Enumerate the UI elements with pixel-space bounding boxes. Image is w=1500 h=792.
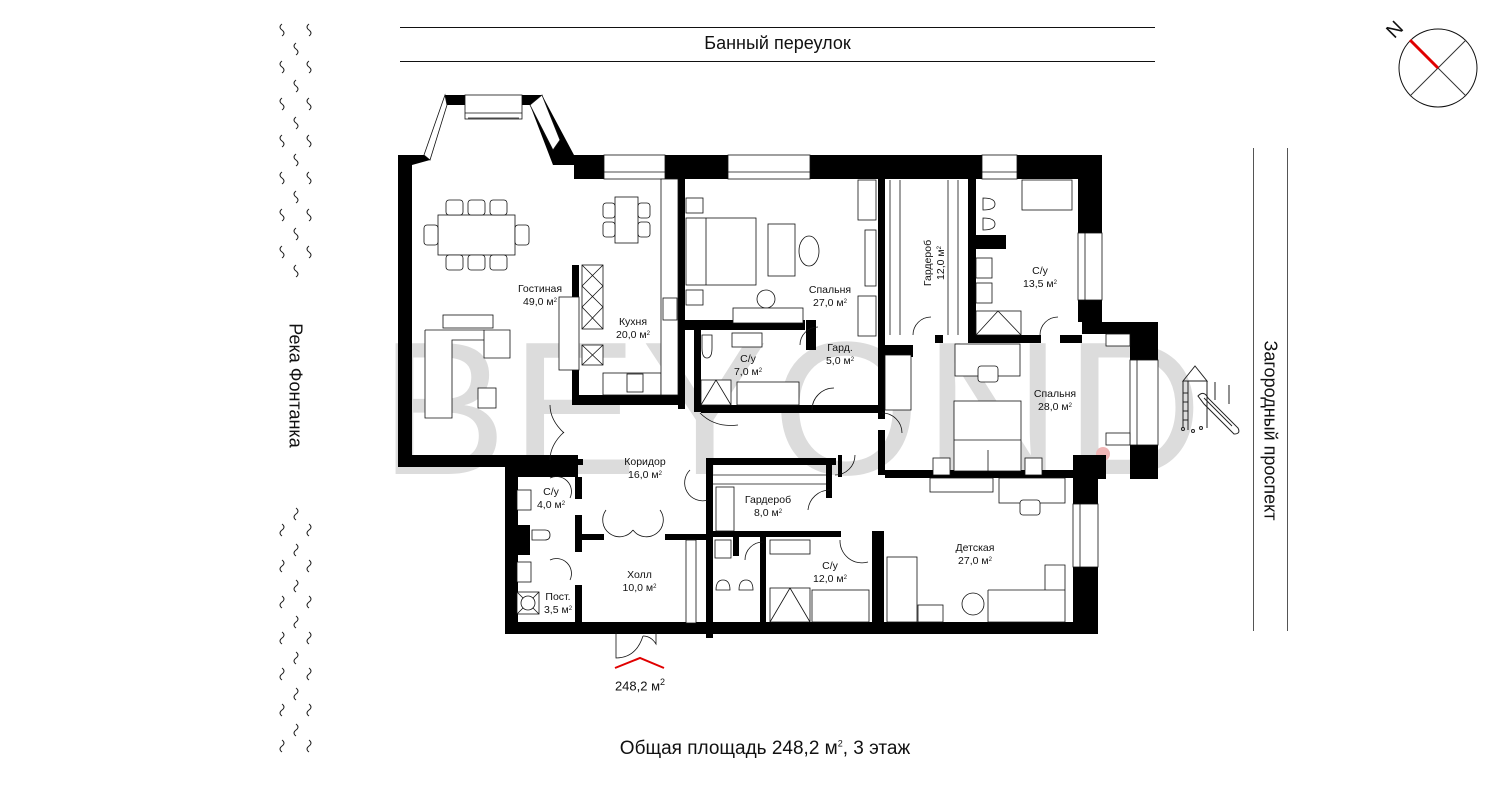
compass-icon: N xyxy=(1382,17,1478,108)
water-wave-icon xyxy=(279,23,312,753)
total-area-caption: Общая площадь 248,2 м2, 3 этаж xyxy=(619,738,911,759)
furniture xyxy=(423,178,1073,624)
walls xyxy=(398,95,1158,638)
windows xyxy=(423,93,1159,568)
playground-icon xyxy=(1181,365,1240,435)
street-line-right-right xyxy=(1287,148,1288,631)
svg-text:N: N xyxy=(1382,17,1408,43)
street-label-top: Банный переулок xyxy=(704,33,851,53)
room-label-wardrobe2: Гард.5,0 м2 xyxy=(825,342,855,367)
room-label-laundry: Пост.3,5 м2 xyxy=(543,591,573,616)
entrance-area-label: 248,2 м2 xyxy=(614,677,666,694)
entrance-marker xyxy=(614,656,665,669)
doors xyxy=(549,316,1059,659)
street-line-top-lower xyxy=(400,61,1155,62)
street-line-top-upper xyxy=(400,27,1155,28)
street-line-right-left xyxy=(1253,148,1254,631)
